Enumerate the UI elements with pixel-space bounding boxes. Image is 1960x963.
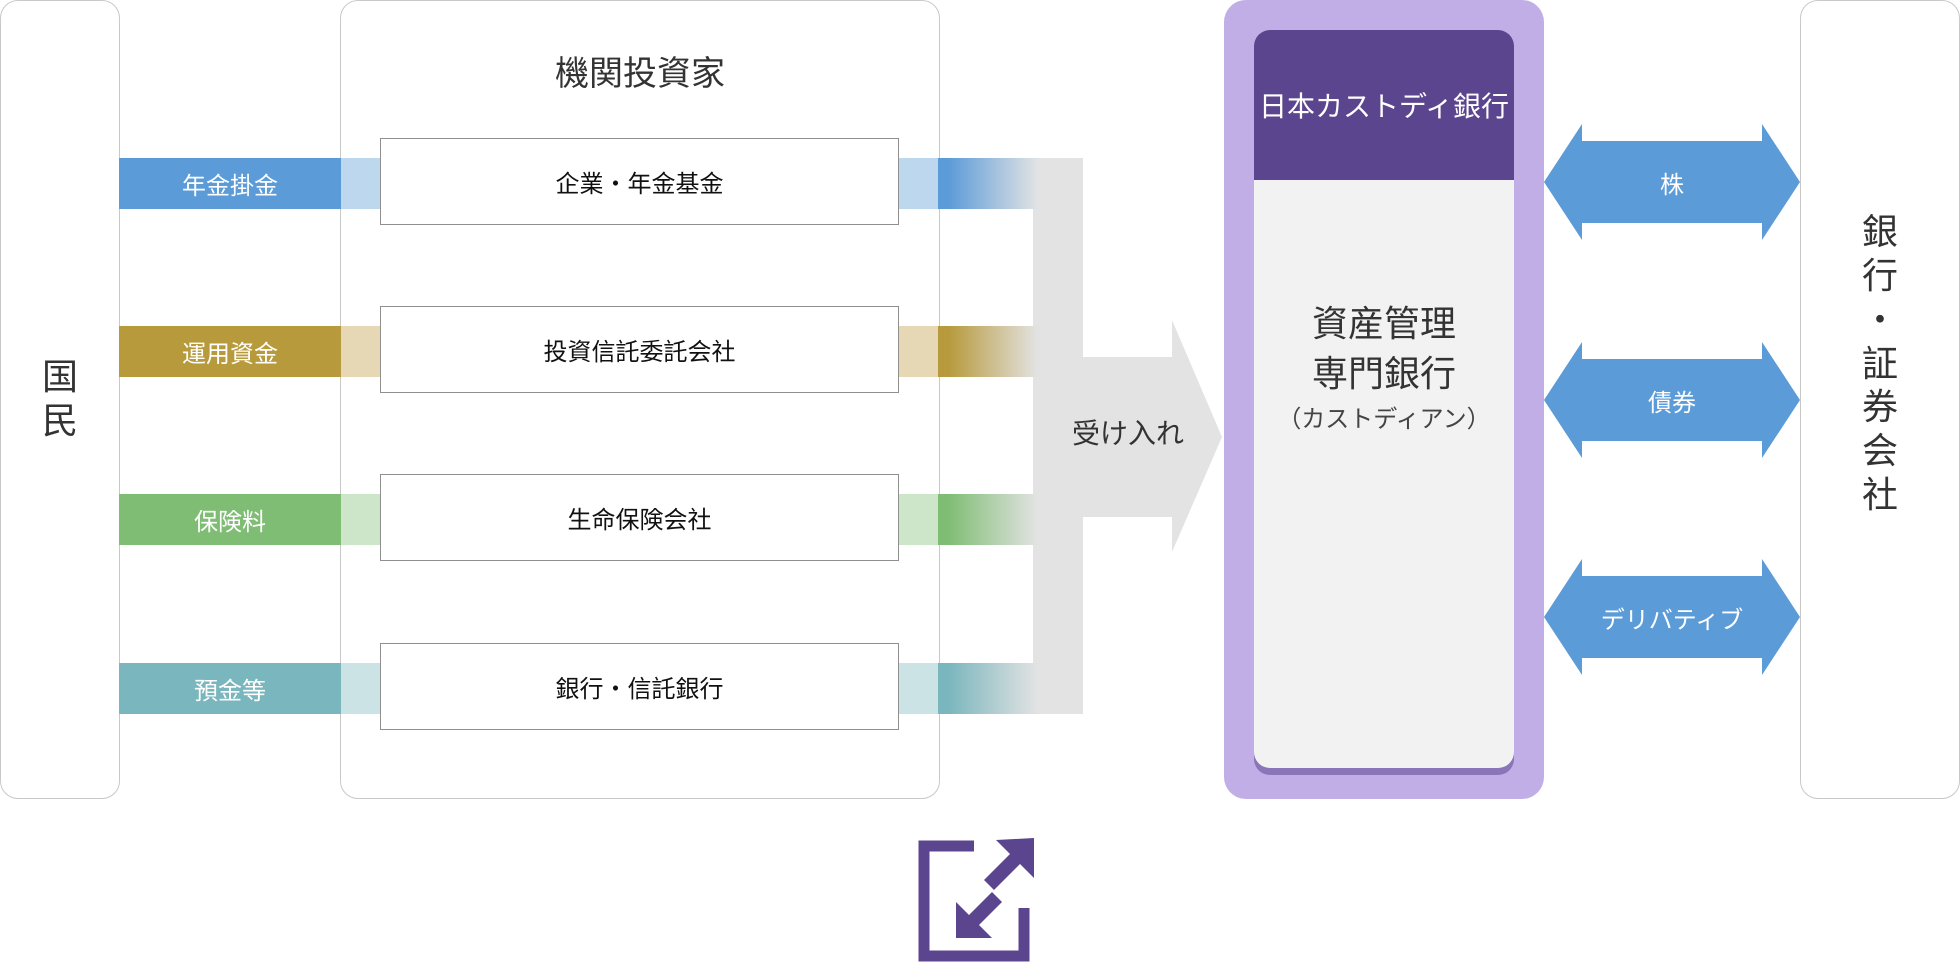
- asset-label-1: 債券: [1648, 388, 1696, 417]
- flow-label-0: 年金掛金: [119, 158, 341, 209]
- banks-securities-char: 券: [1861, 387, 1898, 429]
- citizens-panel: [0, 0, 120, 799]
- institution-box-2: 生命保険会社: [380, 474, 899, 561]
- custodian-card: 日本カストディ銀行 資産管理 専門銀行 （カストディアン）: [1254, 30, 1514, 768]
- flow-band-right-2: [896, 494, 940, 545]
- custodian-body: 資産管理 専門銀行 （カストディアン）: [1254, 300, 1514, 437]
- banks-securities-char: 行: [1861, 255, 1898, 297]
- flow-label-1: 運用資金: [119, 326, 341, 377]
- custodian-line2: 専門銀行: [1311, 354, 1456, 396]
- institution-box-0: 企業・年金基金: [380, 138, 899, 225]
- expand-icon[interactable]: [916, 836, 1044, 963]
- flow-band-left-1: [340, 326, 386, 377]
- asset-double-arrow-0: [1544, 124, 1800, 240]
- flow-label-2: 保険料: [119, 494, 341, 545]
- flow-band-right-1: [896, 326, 940, 377]
- flow-gradient-2: [938, 494, 1038, 545]
- asset-double-arrow-1: [1544, 342, 1800, 458]
- flow-gradient-1: [938, 326, 1038, 377]
- citizens-label: 国 民: [41, 356, 78, 442]
- banks-securities-char: 証: [1861, 343, 1898, 385]
- flow-gradient-3: [938, 663, 1038, 714]
- banks-securities-char: 会: [1861, 431, 1898, 473]
- flow-band-left-2: [340, 494, 386, 545]
- banks-securities-label: 銀行・証券会社: [1800, 0, 1960, 799]
- banks-securities-char: 社: [1861, 475, 1898, 517]
- flow-band-left-3: [340, 663, 386, 714]
- institutional-investors-title: 機関投資家: [555, 54, 725, 94]
- asset-label-0: 株: [1660, 170, 1684, 199]
- institution-box-3: 銀行・信託銀行: [380, 643, 899, 730]
- custodian-header: 日本カストディ銀行: [1254, 30, 1514, 180]
- banks-securities-char: 銀: [1861, 211, 1898, 253]
- accept-label: 受け入れ: [1071, 417, 1184, 450]
- banks-securities-char: ・: [1861, 299, 1898, 341]
- flow-gradient-0: [938, 158, 1038, 209]
- institution-box-1: 投資信託委託会社: [380, 306, 899, 393]
- asset-label-2: デリバティブ: [1600, 605, 1744, 634]
- banks-securities-panel: [1800, 0, 1960, 799]
- custodian-line1: 資産管理: [1311, 304, 1456, 345]
- flow-label-3: 預金等: [119, 663, 341, 714]
- custodian-line3: （カストディアン）: [1277, 404, 1491, 433]
- asset-double-arrow-2: [1544, 559, 1800, 675]
- flow-band-left-0: [340, 158, 386, 209]
- flow-band-right-3: [896, 663, 940, 714]
- flow-band-right-0: [896, 158, 940, 209]
